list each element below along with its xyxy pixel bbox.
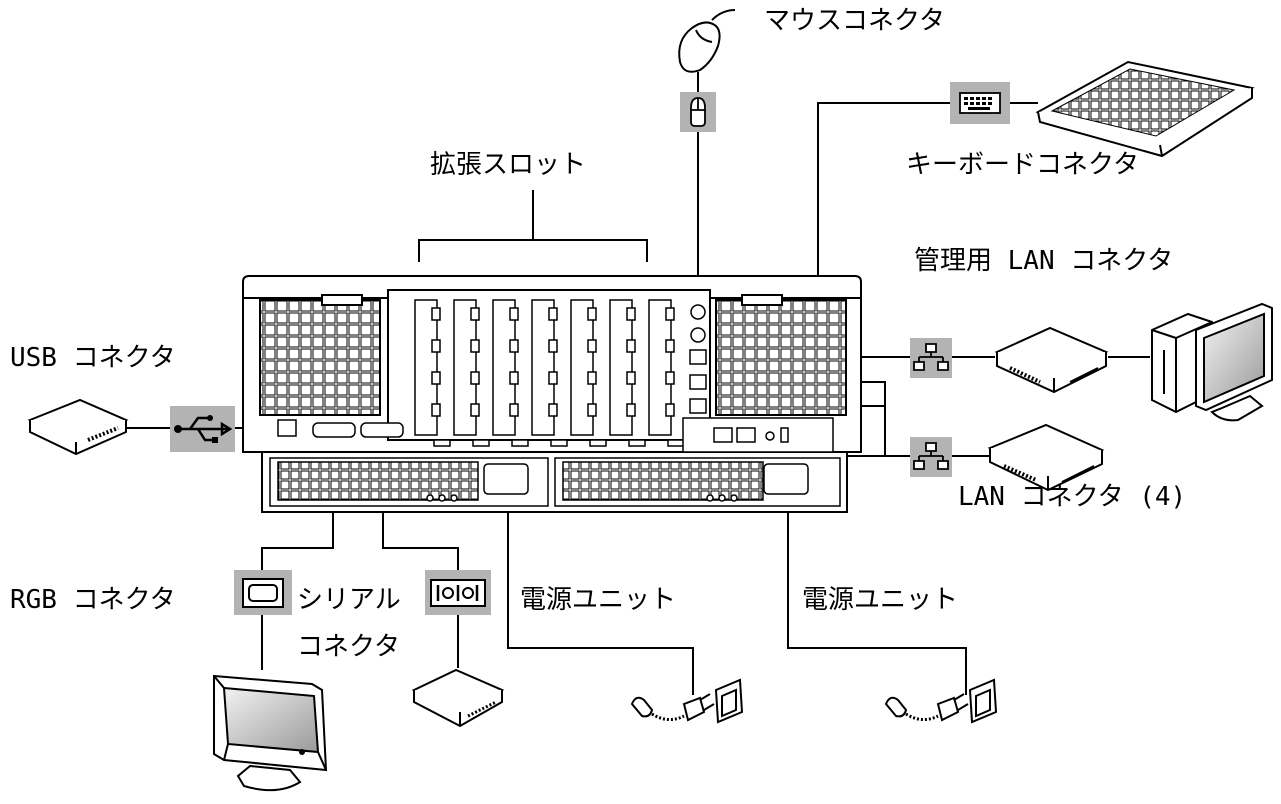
power-plug-icon-right [884, 678, 998, 724]
serial-port-icon [425, 570, 491, 615]
mouse-ps2-port [690, 304, 706, 320]
left-handle [321, 294, 363, 306]
keyboard-port-icon [950, 82, 1010, 124]
usb-ports [277, 419, 297, 437]
lan-port-4 [736, 427, 756, 443]
keyboard-ps2-port [690, 327, 706, 343]
psu-left-inlet [483, 463, 529, 495]
psu-right-inlet [763, 463, 809, 495]
slot-2 [453, 299, 477, 436]
lan-port-3 [713, 427, 733, 443]
slot-1 [414, 299, 438, 436]
mgmt-hub-device-icon [994, 326, 1109, 394]
mouse-device-icon [678, 9, 736, 73]
usb-connector-label: USB コネクタ [10, 343, 176, 373]
slot-7 [648, 299, 672, 436]
psu-right-vent [562, 461, 764, 501]
slot-5 [570, 299, 594, 436]
keyboard-device-icon [1035, 60, 1255, 158]
slot-6 [609, 299, 633, 436]
expansion-slot-bracket [418, 190, 648, 262]
expansion-slots [414, 299, 685, 447]
usb-external-device-icon [27, 398, 129, 456]
psu-left-line [507, 480, 694, 695]
psu-right [554, 457, 841, 507]
io-ports [682, 304, 834, 453]
vga-port [312, 422, 356, 438]
rgb-connector-label: RGB コネクタ [10, 585, 176, 615]
rear-io-left [277, 419, 404, 438]
status-led [765, 431, 775, 441]
mgmt-lan-port [689, 349, 707, 365]
pc-tower-monitor-icon [1151, 302, 1273, 422]
serial-device-icon [411, 668, 505, 728]
serial-port [360, 422, 404, 438]
slot-3 [492, 299, 516, 436]
serial-label-line2: コネクタ [297, 632, 400, 662]
mouse-connector-label: マウスコネクタ [764, 6, 945, 36]
right-handle [741, 294, 783, 306]
keyboard-connector-label: キーボードコネクタ [906, 150, 1139, 180]
lan-connector-label: LAN コネクタ (4) [958, 482, 1187, 512]
mgmt-lan-connector-label: 管理用 LAN コネクタ [914, 246, 1174, 276]
psu-right-line [787, 480, 967, 695]
usb-icon [170, 406, 235, 452]
psu-right-label: 電源ユニット [802, 585, 959, 615]
slot-4 [531, 299, 555, 436]
lan-port-2 [689, 398, 707, 414]
lan-hub-device-icon [987, 423, 1105, 492]
server-chassis [242, 275, 862, 513]
network-icon-mgmt [910, 338, 952, 378]
network-icon-lan [910, 437, 952, 477]
mouse-port-icon [680, 92, 716, 132]
lan-panel [682, 417, 834, 453]
lan-port-1 [689, 374, 707, 390]
psu-left-label: 電源ユニット [520, 585, 677, 615]
monitor-device-icon [213, 674, 328, 792]
power-plug-icon-left [630, 678, 744, 724]
psu-left [269, 457, 549, 507]
id-switch [780, 427, 789, 443]
psu-left-vent [277, 461, 479, 501]
right-vent [715, 299, 847, 416]
left-vent [259, 299, 381, 416]
serial-label-line1: シリアル [297, 585, 401, 615]
expansion-slot-label: 拡張スロット [430, 150, 587, 180]
monitor-port-icon [234, 570, 292, 615]
port-icon-boxes [170, 82, 1010, 615]
